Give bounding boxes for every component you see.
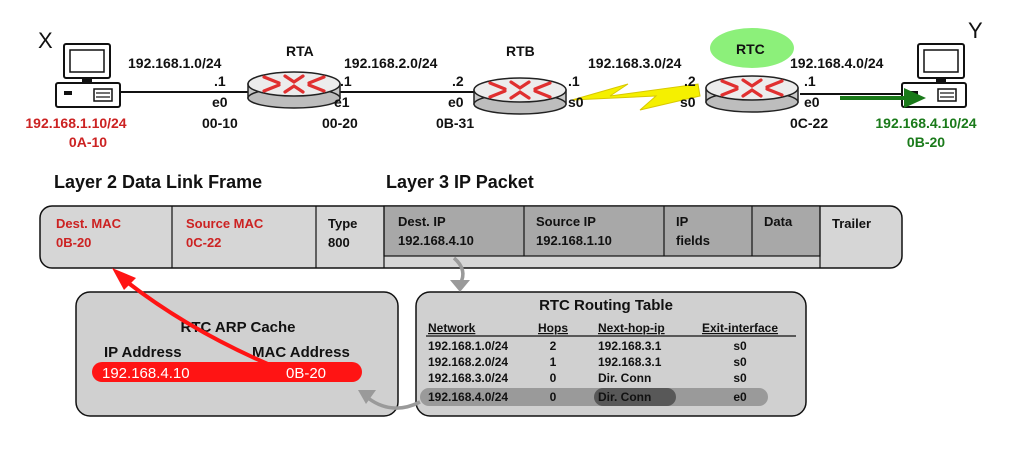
- router-rtb-name: RTB: [506, 43, 535, 59]
- rt-cell-next-hop: Dir. Conn: [598, 371, 651, 385]
- router-rta-name: RTA: [286, 43, 314, 59]
- rt-cell-exit-if: e0: [733, 390, 747, 404]
- router-rtb-icon: [472, 76, 568, 116]
- arp-cache-panel: [75, 291, 399, 417]
- rtb-e0-mac: 0B-31: [436, 115, 474, 131]
- rt-header-network: Network: [428, 321, 476, 335]
- rta-e0-interface: e0: [212, 94, 228, 110]
- rt-cell-network: 192.168.2.0/24: [428, 355, 508, 369]
- rtb-s0-interface: s0: [568, 94, 584, 110]
- routing-to-arp-arrow: [366, 396, 421, 410]
- source-ip-label: Source IP: [536, 214, 596, 229]
- type-label: Type: [328, 216, 357, 231]
- dest-ip-label: Dest. IP: [398, 214, 446, 229]
- arp-entry-highlight: [92, 362, 362, 382]
- rta-e0-mac: 00-10: [202, 115, 238, 131]
- layer2-frame-title: Layer 2 Data Link Frame: [54, 172, 262, 192]
- host-x-ip: 192.168.1.10/24: [25, 115, 126, 131]
- router-rtc-name: RTC: [736, 41, 765, 57]
- rt-cell-hops: 0: [550, 371, 557, 385]
- rt-row-1: 192.168.1.0/24 2 192.168.3.1 s0: [428, 339, 747, 353]
- rtb-e0-host: .2: [452, 73, 464, 89]
- host-x-name: X: [38, 28, 53, 53]
- rtc-s0-host: .2: [684, 73, 696, 89]
- type-value: 800: [328, 235, 350, 250]
- rt-cell-network: 192.168.1.0/24: [428, 339, 508, 353]
- rt-cell-exit-if: s0: [733, 339, 747, 353]
- rta-e1-mac: 00-20: [322, 115, 358, 131]
- rt-cell-next-hop: Dir. Conn: [598, 390, 651, 404]
- layer3-packet-title: Layer 3 IP Packet: [386, 172, 534, 192]
- rt-cell-next-hop: 192.168.3.1: [598, 339, 662, 353]
- rt-cell-hops: 0: [550, 390, 557, 404]
- rta-e1-host: .1: [340, 73, 352, 89]
- rt-cell-hops: 2: [550, 339, 557, 353]
- arp-entry-mac: 0B-20: [286, 365, 326, 382]
- rt-cell-next-hop: 192.168.3.1: [598, 355, 662, 369]
- arp-entry-ip: 192.168.4.10: [102, 365, 190, 382]
- routing-table-panel: [415, 291, 807, 417]
- rta-e1-interface: e1: [334, 94, 350, 110]
- rtc-e0-host: .1: [804, 73, 816, 89]
- rt-cell-hops: 1: [550, 355, 557, 369]
- routing-table-title: RTC Routing Table: [539, 297, 673, 314]
- rtb-e0-interface: e0: [448, 94, 464, 110]
- data-label: Data: [764, 214, 793, 229]
- router-rta-icon: [246, 70, 342, 110]
- rt-highlight-next-hop-band: [594, 388, 676, 406]
- rtc-e0-mac: 0C-22: [790, 115, 828, 131]
- arp-col-ip-header: IP Address: [104, 344, 182, 361]
- arp-arrow-head-icon: [112, 268, 136, 290]
- forward-arrow-icon: [904, 88, 926, 108]
- rtc-highlight-badge: [710, 28, 794, 68]
- ip-packet-region: [383, 205, 821, 257]
- rtc-e0-interface: e0: [804, 94, 820, 110]
- network-4-label: 192.168.4.0/24: [790, 55, 884, 71]
- arp-col-mac-header: MAC Address: [252, 344, 350, 361]
- source-mac-value: 0C-22: [186, 235, 221, 250]
- rt-cell-network: 192.168.4.0/24: [428, 390, 508, 404]
- dest-mac-label: Dest. MAC: [56, 216, 122, 231]
- rtb-s0-host: .1: [568, 73, 580, 89]
- ip-fields-label-2: fields: [676, 233, 710, 248]
- rt-header-exit-interface: Exit-interface: [702, 321, 778, 335]
- network-1-label: 192.168.1.0/24: [128, 55, 222, 71]
- source-ip-value: 192.168.1.10: [536, 233, 612, 248]
- trailer-label: Trailer: [832, 216, 871, 231]
- rta-e0-host: .1: [214, 73, 226, 89]
- host-y-mac: 0B-20: [907, 134, 945, 150]
- rt-row-3: 192.168.3.0/24 0 Dir. Conn s0: [428, 371, 747, 385]
- rt-cell-network: 192.168.3.0/24: [428, 371, 508, 385]
- host-x-mac: 0A-10: [69, 134, 107, 150]
- rt-header-hops: Hops: [538, 321, 568, 335]
- rt-cell-exit-if: s0: [733, 355, 747, 369]
- network-2-label: 192.168.2.0/24: [344, 55, 438, 71]
- rt-header-next-hop: Next-hop-ip: [598, 321, 665, 335]
- dest-ip-value: 192.168.4.10: [398, 233, 474, 248]
- rt-row-4-highlighted: 192.168.4.0/24 0 Dir. Conn e0: [428, 390, 747, 404]
- router-rtc-icon: [704, 74, 800, 114]
- ip-fields-label-1: IP: [676, 214, 689, 229]
- network-3-label: 192.168.3.0/24: [588, 55, 682, 71]
- dest-ip-arrow-head-icon: [450, 280, 470, 292]
- serial-link-lightning: [571, 83, 701, 111]
- host-y-name: Y: [968, 18, 983, 43]
- host-x-computer-icon: [55, 43, 121, 108]
- arp-cache-title: RTC ARP Cache: [180, 319, 295, 336]
- source-mac-label: Source MAC: [186, 216, 264, 231]
- host-y-ip: 192.168.4.10/24: [875, 115, 976, 131]
- arp-to-dest-mac-arrow: [120, 276, 283, 372]
- rtc-s0-interface: s0: [680, 94, 696, 110]
- rt-row-2: 192.168.2.0/24 1 192.168.3.1 s0: [428, 355, 747, 369]
- routing-arrow-head-icon: [358, 390, 376, 404]
- rt-cell-exit-if: s0: [733, 371, 747, 385]
- dest-mac-value: 0B-20: [56, 235, 91, 250]
